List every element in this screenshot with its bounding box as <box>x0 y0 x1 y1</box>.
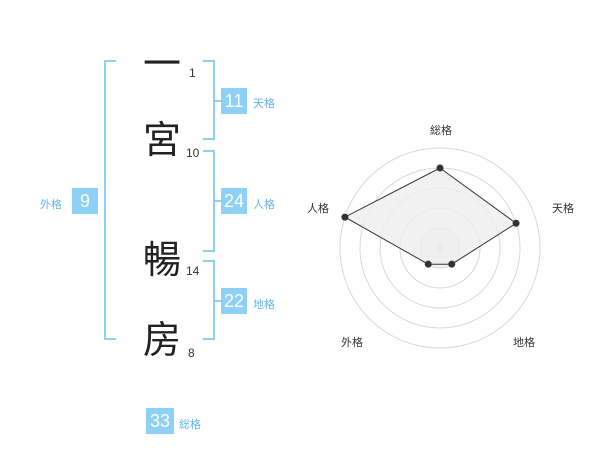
radar-label-chikaku: 地格 <box>513 335 535 349</box>
tenkaku-label: 天格 <box>253 97 275 110</box>
chikaku-value: 22 <box>221 288 247 314</box>
gaikaku-value: 9 <box>72 188 98 214</box>
gaikaku-label: 外格 <box>40 198 62 211</box>
jinkaku-connector <box>214 200 221 202</box>
jinkaku-value: 24 <box>221 188 247 214</box>
chikaku-label: 地格 <box>253 298 275 311</box>
radar-polygon <box>343 167 517 265</box>
radar-point-gai <box>424 260 432 268</box>
radar-point-chi <box>448 260 456 268</box>
jinkaku-label: 人格 <box>253 198 275 211</box>
tenkaku-connector <box>214 100 221 102</box>
stroke-count-2: 10 <box>186 146 200 160</box>
stroke-count-4: 8 <box>188 346 195 360</box>
tenkaku-value: 11 <box>221 88 247 114</box>
radar-ring-5 <box>339 147 541 349</box>
radar-point-sou <box>436 164 444 172</box>
stroke-count-3: 14 <box>186 264 200 278</box>
name-char-1: 一 <box>143 42 182 86</box>
soukaku-value: 33 <box>146 408 174 434</box>
radar-label-tenkaku: 天格 <box>552 201 574 215</box>
gaikaku-bracket <box>104 60 116 340</box>
radar-label-soukaku: 総格 <box>430 123 452 137</box>
chikaku-connector <box>214 300 221 302</box>
radar-point-ten <box>512 219 520 227</box>
name-char-3: 暢 <box>143 238 182 282</box>
soukaku-label: 総格 <box>179 418 201 431</box>
radar-point-jin <box>341 213 349 221</box>
radar-label-gaikaku: 外格 <box>341 335 363 349</box>
stroke-count-1: 1 <box>189 66 196 80</box>
radar-label-jinkaku: 人格 <box>307 201 329 215</box>
name-char-4: 房 <box>143 318 182 362</box>
name-char-2: 宮 <box>143 118 182 162</box>
